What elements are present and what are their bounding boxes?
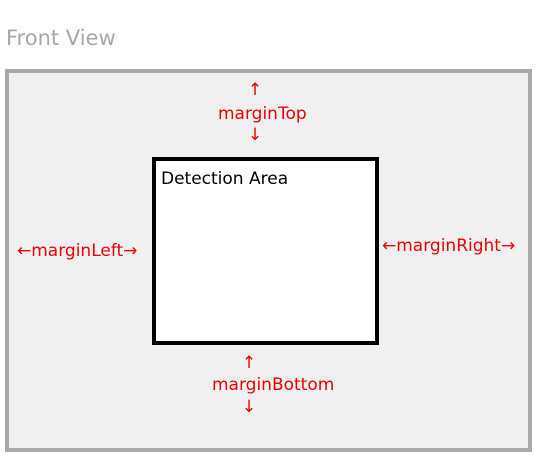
detection-area-box: Detection Area [152, 157, 379, 345]
margin-bottom-label: marginBottom [212, 375, 335, 395]
detection-area-label: Detection Area [161, 169, 289, 189]
view-title: Front View [6, 26, 116, 50]
margin-bottom-up-arrow-icon: ↑ [241, 353, 257, 373]
margin-right-label: ←marginRight→ [382, 236, 516, 256]
margin-bottom-down-arrow-icon: ↓ [241, 397, 257, 417]
margin-top-up-arrow-icon: ↑ [247, 80, 263, 100]
margin-top-label: marginTop [218, 104, 307, 124]
margin-top-down-arrow-icon: ↓ [247, 125, 263, 145]
margin-left-label: ←marginLeft→ [17, 241, 138, 261]
